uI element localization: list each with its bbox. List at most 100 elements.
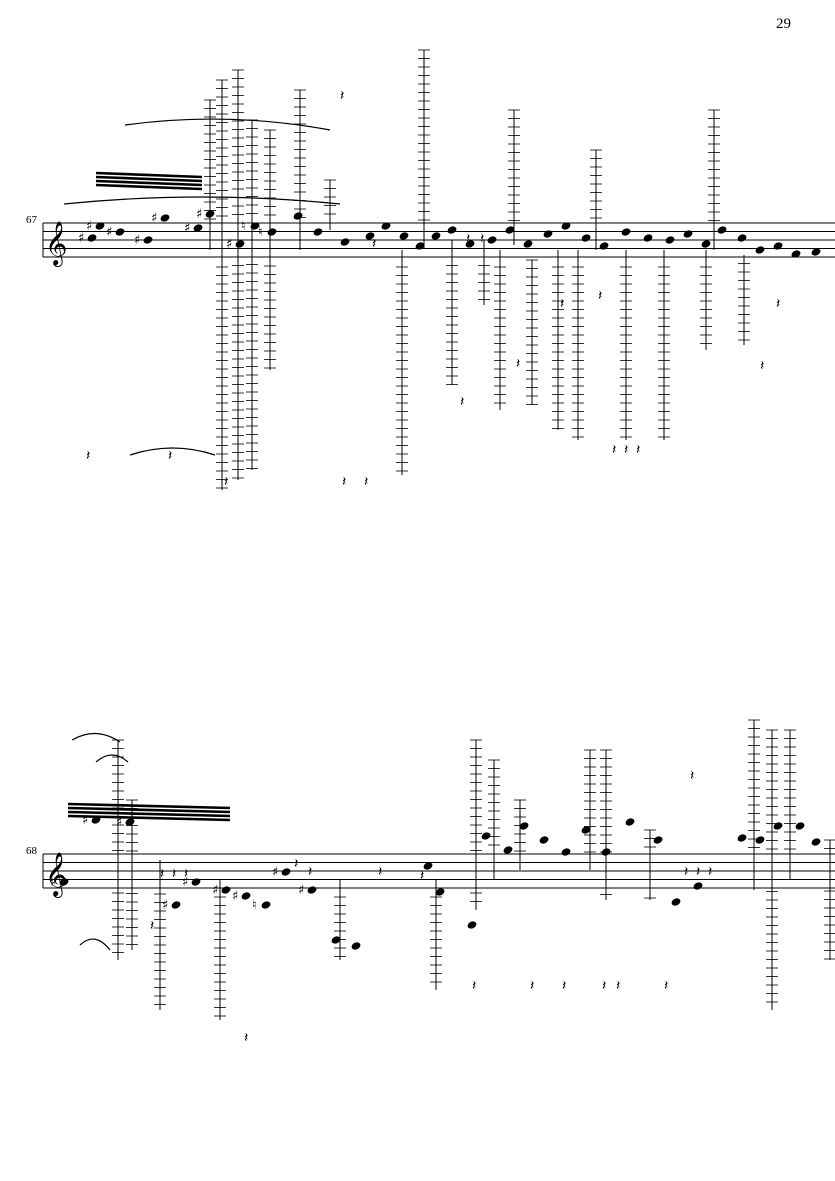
accidental-glyph: ♯	[151, 211, 157, 226]
note-head	[95, 222, 105, 230]
note-head	[503, 846, 513, 854]
measure-number-67: 67	[26, 214, 37, 226]
note-head	[431, 232, 441, 240]
note-head	[340, 238, 350, 246]
beam	[67, 814, 231, 822]
note-head	[250, 222, 260, 230]
quarter-rest-icon: 𝄽	[690, 768, 694, 784]
accidental-glyph: ♮	[258, 225, 263, 240]
quarter-rest-icon: 𝄽	[516, 356, 520, 372]
note-head	[581, 826, 591, 834]
quarter-rest-icon: 𝄽	[340, 88, 344, 104]
quarter-rest-icon: 𝄽	[562, 978, 566, 994]
note-head	[87, 234, 97, 242]
accidental-glyph: ♯	[298, 883, 304, 898]
note-head	[601, 848, 611, 856]
note-head	[415, 242, 425, 250]
note-head	[115, 228, 125, 236]
note-head	[795, 822, 805, 830]
note-head	[671, 898, 681, 906]
accidental-glyph: ♯	[86, 219, 92, 234]
note-head	[171, 901, 181, 909]
note-head	[755, 246, 765, 254]
accidental-glyph: ♮	[241, 219, 246, 234]
note-head	[773, 242, 783, 250]
accidental-glyph: ♯	[162, 898, 168, 913]
note-head	[307, 886, 317, 894]
beam	[67, 802, 231, 810]
note-head	[193, 224, 203, 232]
page-number: 29	[776, 16, 791, 32]
quarter-rest-icon: 𝄽	[308, 864, 312, 880]
accidental-glyph: ♮	[252, 898, 257, 913]
quarter-rest-icon: 𝄽	[86, 448, 90, 464]
note-head	[543, 230, 553, 238]
accidental-glyph: ♯	[272, 865, 278, 880]
accidental-glyph: ♯	[212, 883, 218, 898]
note-head	[481, 832, 491, 840]
quarter-rest-icon: 𝄽	[420, 868, 424, 884]
system-68: 𝄞♯♯♯♯♯♯♯♮♯♯𝄽𝄽𝄽𝄽𝄽𝄽𝄽𝄽𝄽𝄽𝄽𝄽𝄽𝄽𝄽𝄽𝄽𝄽𝄽	[42, 719, 835, 1046]
note-head	[625, 818, 635, 826]
quarter-rest-icon: 𝄽	[244, 1030, 248, 1046]
note-head	[523, 240, 533, 248]
slur	[63, 196, 341, 205]
note-head	[811, 248, 821, 256]
accidental-glyph: ♯	[78, 231, 84, 246]
slur	[71, 732, 121, 743]
note-head	[313, 228, 323, 236]
note-head	[381, 222, 391, 230]
note-head	[561, 222, 571, 230]
quarter-rest-icon: 𝄽	[760, 358, 764, 374]
note-head	[293, 212, 303, 220]
beam	[95, 175, 203, 183]
note-head	[683, 230, 693, 238]
note-head	[467, 921, 477, 929]
quarter-rest-icon: 𝄽	[472, 978, 476, 994]
accidental-glyph: ♯	[106, 225, 112, 240]
note-head	[59, 878, 69, 886]
note-head	[281, 868, 291, 876]
note-head	[221, 886, 231, 894]
note-head	[241, 892, 251, 900]
treble-clef-icon: 𝄞	[45, 221, 67, 267]
quarter-rest-icon: 𝄽	[364, 474, 368, 490]
beam	[67, 810, 231, 818]
note-head	[423, 862, 433, 870]
accidental-glyph: ♯	[226, 237, 232, 252]
accidental-glyph: ♯	[116, 815, 122, 830]
quarter-rest-icon: 𝄽	[602, 978, 606, 994]
note-head	[435, 888, 445, 896]
quarter-rest-icon: 𝄽	[708, 864, 712, 880]
treble-clef-icon: 𝄞	[45, 852, 67, 898]
quarter-rest-icon: 𝄽	[372, 236, 376, 252]
measure-number-68: 68	[26, 845, 37, 857]
note-head	[331, 936, 341, 944]
accidental-glyph: ♯	[134, 233, 140, 248]
note-head	[581, 234, 591, 242]
quarter-rest-icon: 𝄽	[378, 864, 382, 880]
quarter-rest-icon: 𝄽	[530, 978, 534, 994]
note-head	[717, 226, 727, 234]
note-head	[519, 822, 529, 830]
quarter-rest-icon: 𝄽	[172, 866, 176, 882]
quarter-rest-icon: 𝄽	[342, 474, 346, 490]
quarter-rest-icon: 𝄽	[184, 866, 188, 882]
slur	[79, 938, 111, 951]
slur	[124, 118, 331, 131]
accidental-glyph: ♯	[196, 207, 202, 222]
note-head	[505, 226, 515, 234]
note-head	[205, 210, 215, 218]
quarter-rest-icon: 𝄽	[224, 474, 228, 490]
slur	[95, 754, 129, 763]
quarter-rest-icon: 𝄽	[466, 231, 470, 247]
quarter-rest-icon: 𝄽	[776, 296, 780, 312]
note-head	[261, 901, 271, 909]
note-head	[643, 234, 653, 242]
quarter-rest-icon: 𝄽	[624, 442, 628, 458]
quarter-rest-icon: 𝄽	[150, 918, 154, 934]
note-head	[811, 838, 821, 846]
note-head	[487, 236, 497, 244]
quarter-rest-icon: 𝄽	[664, 978, 668, 994]
